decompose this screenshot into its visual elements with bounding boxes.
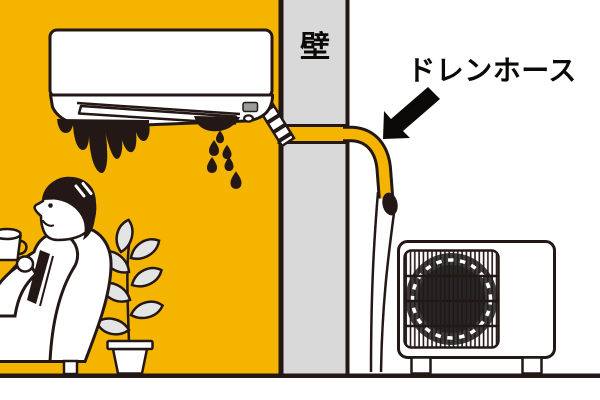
plant-leaves	[95, 218, 165, 336]
outdoor-unit-foot	[521, 356, 543, 375]
ground-line	[0, 373, 600, 378]
leak-blob	[57, 119, 150, 174]
hose-lower-right-edge	[379, 212, 396, 373]
drain-hose	[277, 124, 398, 373]
mug-handle	[16, 239, 28, 256]
outdoor-unit-grille	[403, 249, 500, 349]
outdoor-ac-unit	[397, 240, 556, 375]
hose-clamp	[382, 192, 398, 216]
water-drop	[222, 144, 232, 160]
plant-leaf	[129, 300, 165, 320]
person-smile	[41, 219, 55, 227]
outdoor-unit-fan	[404, 250, 499, 348]
wall-left-border	[278, 0, 284, 374]
plant-leaf	[129, 238, 161, 260]
plant-leaf	[130, 266, 163, 288]
water-drop	[224, 156, 234, 172]
annotation: ドレンホース	[383, 55, 577, 139]
leak-blob-right	[194, 116, 240, 132]
hose-outdoor-curve	[343, 128, 392, 199]
wall-surface	[283, 0, 346, 374]
ac-body	[48, 28, 274, 99]
mug-rim	[0, 227, 22, 241]
potted-plant	[95, 218, 165, 375]
person-hand	[15, 255, 35, 273]
grille-dividers	[404, 274, 499, 328]
grille-slats	[404, 250, 499, 348]
water-drop	[209, 140, 219, 156]
person-strap	[27, 250, 50, 304]
outdoor-unit-foot	[410, 356, 432, 375]
armchair-foot	[62, 359, 79, 376]
water-drop	[230, 171, 242, 189]
fan-dashed-ring	[410, 258, 493, 340]
wall-right-border	[345, 0, 350, 374]
ac-indicator	[242, 101, 259, 113]
hair-highlight	[74, 182, 93, 198]
indoor-ac-unit	[48, 28, 274, 129]
arrow-icon	[383, 87, 440, 139]
wall: 壁	[278, 0, 350, 374]
hose-lower-left-edge	[369, 191, 380, 373]
ac-vent-flap-line	[76, 101, 241, 116]
water-drop	[216, 130, 224, 144]
plant-pot	[111, 347, 149, 375]
wall-label: 壁	[300, 31, 330, 64]
water-drops	[207, 130, 242, 189]
drain-hose-label: ドレンホース	[407, 55, 577, 86]
water-leak	[57, 116, 242, 189]
ac-indicator-light	[243, 114, 255, 123]
person-strap-line	[39, 255, 54, 307]
water-drop	[207, 157, 217, 173]
person-eye	[48, 203, 53, 208]
plant-leaf	[115, 218, 134, 254]
plant-pot-rim	[106, 339, 154, 351]
person	[0, 176, 97, 363]
